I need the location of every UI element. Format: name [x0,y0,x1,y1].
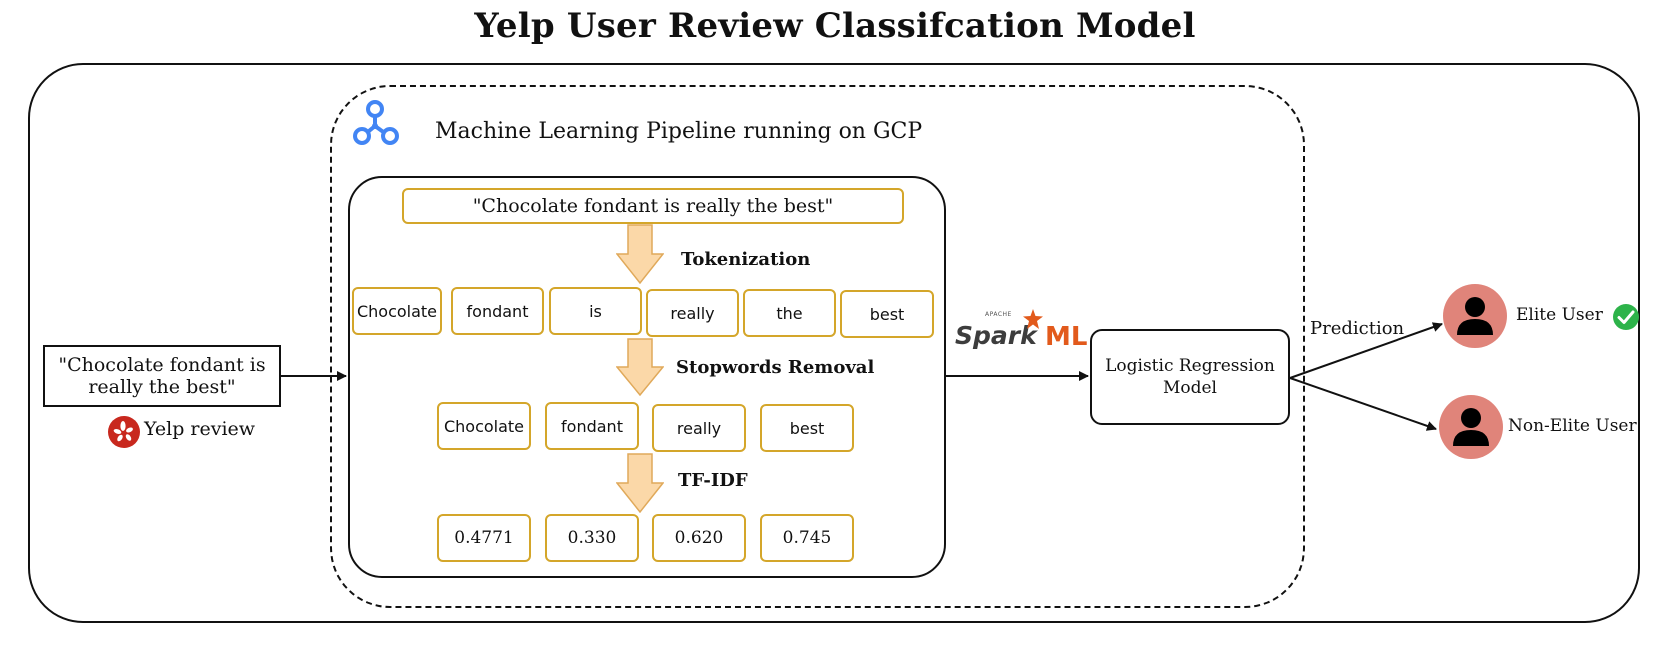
token-box: Chocolate [352,287,442,335]
tokenization-arrow [616,224,664,284]
token-box: fondant [451,287,544,335]
tfidf-value-box: 0.330 [545,514,639,562]
filtered-token-box: really [652,404,746,452]
token-box: the [743,289,836,337]
filtered-token-box: best [760,404,854,452]
token-box: is [549,287,642,335]
spark-ml-label: ML [1045,322,1088,352]
yelp-logo-icon [108,416,140,448]
filtered-token-box: fondant [545,402,639,450]
outer-container [28,63,1640,623]
apache-label: APACHE [985,311,1012,318]
input-sentence-box: "Chocolate fondant is really the best" [402,188,904,224]
model-label-line: Logistic Regression [1105,356,1275,376]
review-input-box: "Chocolate fondant is really the best" [43,345,281,407]
tfidf-value-box: 0.620 [652,514,746,562]
model-label-line: Model [1162,378,1217,398]
review-text-line: "Chocolate fondant is [58,354,266,376]
spark-label: Spark [955,321,1037,350]
pipeline-title: Machine Learning Pipeline running on GCP [435,119,923,144]
prediction-label: Prediction [1310,318,1405,339]
yelp-review-label: Yelp review [144,418,256,440]
elite-user-label: Elite User [1516,305,1603,325]
tfidf-label: TF-IDF [678,470,748,491]
non-elite-user-icon [1439,395,1503,459]
processing-box [348,176,946,578]
tfidf-value-box: 0.745 [760,514,854,562]
stopwords-label: Stopwords Removal [676,357,875,378]
diagram-title: Yelp User Review Classifcation Model [474,6,1196,46]
filtered-token-box: Chocolate [437,402,531,450]
spark-star-icon [1023,309,1043,329]
elite-user-icon [1443,284,1507,348]
non-elite-user-label: Non-Elite User [1508,416,1637,436]
tokenization-label: Tokenization [681,249,811,270]
check-icon [1613,304,1639,330]
tfidf-value-box: 0.4771 [437,514,531,562]
token-box: really [646,289,739,337]
logistic-regression-box: Logistic Regression Model [1090,329,1290,425]
tfidf-arrow [616,453,664,513]
token-box: best [840,290,934,338]
review-text-line: really the best" [88,376,236,398]
stopwords-arrow [616,338,664,396]
gcp-pipeline-icon [353,100,399,145]
